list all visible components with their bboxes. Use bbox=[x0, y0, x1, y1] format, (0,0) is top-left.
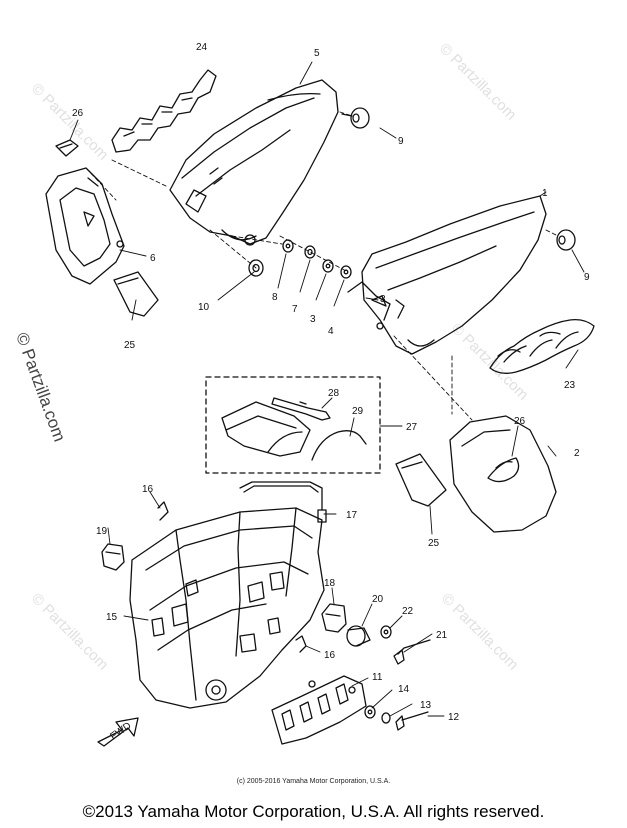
part-callouts: 24 5 26 9 1 6 9 3 10 8 7 3 4 25 23 28 29… bbox=[72, 42, 590, 723]
bolt-21 bbox=[393, 639, 431, 665]
clip-16-lower bbox=[295, 635, 307, 653]
pad-25-left bbox=[113, 271, 159, 317]
callout-4: 4 bbox=[328, 326, 334, 337]
assembly-guide-lines bbox=[85, 111, 559, 421]
callout-9-upper: 9 bbox=[398, 136, 404, 147]
cushion-19 bbox=[101, 543, 125, 571]
cushion-18 bbox=[321, 603, 347, 633]
callout-15: 15 bbox=[106, 612, 118, 623]
tool-bag bbox=[221, 401, 311, 457]
callout-21: 21 bbox=[436, 630, 448, 641]
washer-14 bbox=[364, 705, 376, 719]
callout-26-left: 26 bbox=[72, 108, 84, 119]
leader-lines bbox=[69, 61, 585, 717]
fwd-arrow-icon bbox=[97, 717, 139, 747]
tool-kit-box-27 bbox=[205, 376, 381, 474]
emblem-clip-26-right bbox=[495, 460, 513, 469]
emblem-23 bbox=[489, 318, 595, 374]
callout-8: 8 bbox=[272, 292, 278, 303]
emblem-clip-26-left bbox=[55, 139, 79, 157]
tool-28 bbox=[271, 397, 331, 421]
battery-box-15 bbox=[129, 507, 325, 709]
grommet-9-upper bbox=[341, 107, 370, 129]
callout-1: 1 bbox=[542, 188, 548, 199]
collar-7 bbox=[304, 245, 316, 259]
callout-27: 27 bbox=[406, 422, 418, 433]
callout-2: 2 bbox=[574, 448, 580, 459]
callout-29: 29 bbox=[352, 406, 364, 417]
callout-24: 24 bbox=[196, 42, 208, 53]
callout-12: 12 bbox=[448, 712, 460, 723]
cable-17 bbox=[239, 481, 327, 523]
callout-19: 19 bbox=[96, 526, 108, 537]
callout-17: 17 bbox=[346, 510, 358, 521]
washer-3 bbox=[322, 259, 334, 273]
callout-28: 28 bbox=[328, 388, 340, 399]
callout-3: 3 bbox=[310, 314, 316, 325]
callout-16-lower: 16 bbox=[324, 650, 336, 661]
washer-13 bbox=[381, 712, 391, 724]
callout-23: 23 bbox=[564, 380, 576, 391]
callout-13: 13 bbox=[420, 700, 432, 711]
footer-copyright: ©2013 Yamaha Motor Corporation, U.S.A. A… bbox=[82, 802, 545, 821]
bracket-11 bbox=[271, 675, 367, 745]
callout-7: 7 bbox=[292, 304, 298, 315]
diagram-copyright: (c) 2005-2016 Yamaha Motor Corporation, … bbox=[236, 778, 391, 785]
washer-22 bbox=[380, 625, 392, 639]
panel-cover-6 bbox=[45, 167, 125, 285]
callout-18: 18 bbox=[324, 578, 336, 589]
callout-6: 6 bbox=[150, 253, 156, 264]
callout-16-upper: 16 bbox=[142, 484, 154, 495]
callout-3-right: 3 bbox=[380, 294, 386, 305]
pad-25-right bbox=[395, 453, 447, 507]
left-side-cover-5 bbox=[169, 79, 339, 246]
callout-20: 20 bbox=[372, 594, 384, 605]
callout-25-right: 25 bbox=[428, 538, 440, 549]
grommet-9-right bbox=[556, 229, 576, 251]
right-side-cover-1 bbox=[347, 195, 547, 355]
tool-29 bbox=[311, 430, 367, 461]
clip-16-upper bbox=[157, 501, 169, 521]
callout-26-right: 26 bbox=[514, 416, 526, 427]
callout-9-right: 9 bbox=[584, 272, 590, 283]
callout-5: 5 bbox=[314, 48, 320, 59]
callout-25-left: 25 bbox=[124, 340, 136, 351]
emblem-strip-24 bbox=[111, 69, 217, 153]
fwd-label: FWD bbox=[108, 720, 133, 742]
bolt-12 bbox=[395, 711, 429, 731]
callout-22: 22 bbox=[402, 606, 414, 617]
callout-11: 11 bbox=[372, 672, 383, 683]
grommet-10 bbox=[248, 259, 264, 277]
washer-8 bbox=[282, 239, 294, 253]
callout-14: 14 bbox=[398, 684, 410, 695]
panel-cover-2 bbox=[449, 415, 557, 533]
callout-10: 10 bbox=[198, 302, 210, 313]
bushing-20 bbox=[346, 625, 371, 647]
washer-4 bbox=[340, 265, 352, 279]
